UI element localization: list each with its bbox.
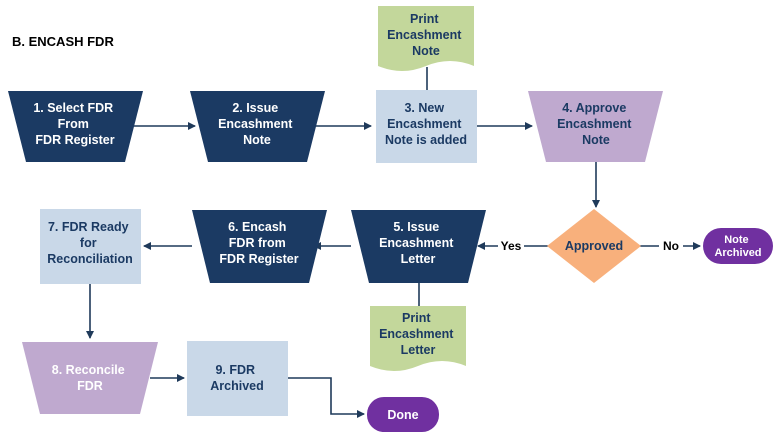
node-8-reconcile-fdr: [22, 342, 158, 414]
label-node-2: 2. Issue Encashment Note: [218, 101, 296, 147]
section-title: B. ENCASH FDR: [12, 34, 114, 49]
node-4-approve-encashment-note: [528, 91, 663, 162]
label-note-archived: Note Archived: [714, 234, 761, 259]
label-node-3: 3. New Encashment Note is added: [385, 101, 467, 147]
node-9-fdr-archived: [187, 341, 288, 416]
node-2-issue-encashment-note: [190, 91, 325, 162]
edge-label-yes: Yes: [501, 239, 522, 253]
arrow-n9-done: [288, 377, 365, 418]
node-6-encash-fdr: [192, 210, 327, 283]
label-node-8: 8. Reconcile FDR: [52, 363, 128, 393]
node-5-issue-encashment-letter: [351, 210, 486, 283]
label-node-6: 6. Encash FDR from FDR Register: [219, 220, 298, 266]
label-node-7: 7. FDR Ready for Reconciliation: [47, 220, 132, 266]
label-node-9: 9. FDR Archived: [210, 363, 264, 393]
label-node-1: 1. Select FDR From FDR Register: [33, 101, 116, 147]
edge-labels: Yes No: [498, 237, 683, 254]
label-doc-letter: Print Encashment Letter: [379, 311, 457, 357]
node-labels: Print Encashment Note 1. Select FDR From…: [33, 12, 761, 422]
label-done: Done: [387, 408, 418, 422]
connectors: [86, 67, 701, 418]
edge-label-no: No: [663, 239, 679, 253]
terminator-note-archived: [703, 228, 773, 264]
label-node-4: 4. Approve Encashment Note: [557, 101, 635, 147]
node-1-select-fdr: [8, 91, 143, 162]
node-3-new-encashment-note: [376, 90, 477, 163]
label-node-5: 5. Issue Encashment Letter: [379, 220, 457, 266]
terminator-done: [367, 397, 439, 432]
label-decision: Approved: [565, 239, 623, 253]
decision-approved: [547, 209, 641, 283]
label-doc-note: Print Encashment Note: [387, 12, 465, 58]
doc-print-encashment-letter: [370, 306, 466, 371]
node-7-fdr-ready: [40, 209, 141, 284]
doc-print-encashment-note: [378, 6, 474, 71]
